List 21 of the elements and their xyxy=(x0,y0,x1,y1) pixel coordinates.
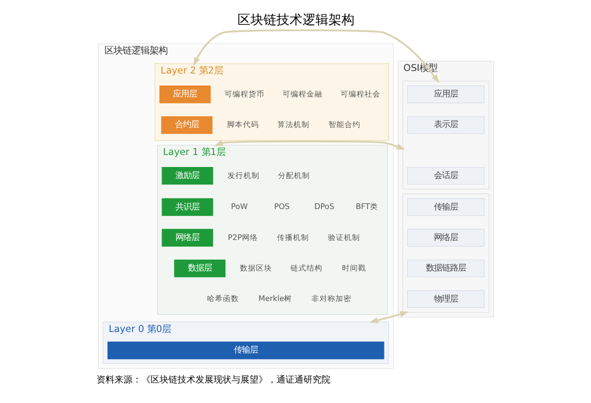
node-box: 应用层 xyxy=(158,85,210,103)
diagram-title: 区块链技术逻辑架构 xyxy=(237,12,354,28)
arrow xyxy=(368,310,408,323)
node-box: 数据层 xyxy=(174,259,225,277)
cluster xyxy=(402,80,489,189)
arrow xyxy=(214,140,405,150)
node-box: 共识层 xyxy=(161,198,213,216)
node-box: 会话层 xyxy=(406,166,484,184)
node-box: 网络层 xyxy=(406,228,484,246)
node-box: 网络层 xyxy=(161,228,213,246)
node-box: 激励层 xyxy=(161,166,213,184)
node-box: 传输层 xyxy=(106,341,384,359)
node-box: 表示层 xyxy=(406,116,484,134)
node-box: 数据链路层 xyxy=(406,259,484,277)
cluster xyxy=(402,193,489,312)
node-box: 应用层 xyxy=(406,85,484,103)
caption: 资料来源：《区块链技术发展现状与展望》，通证通研究院 xyxy=(96,375,330,386)
node-box: 合约层 xyxy=(160,116,212,134)
node-box: 物理层 xyxy=(406,290,484,308)
arrow xyxy=(192,28,439,83)
node-box: 传输层 xyxy=(406,198,484,216)
